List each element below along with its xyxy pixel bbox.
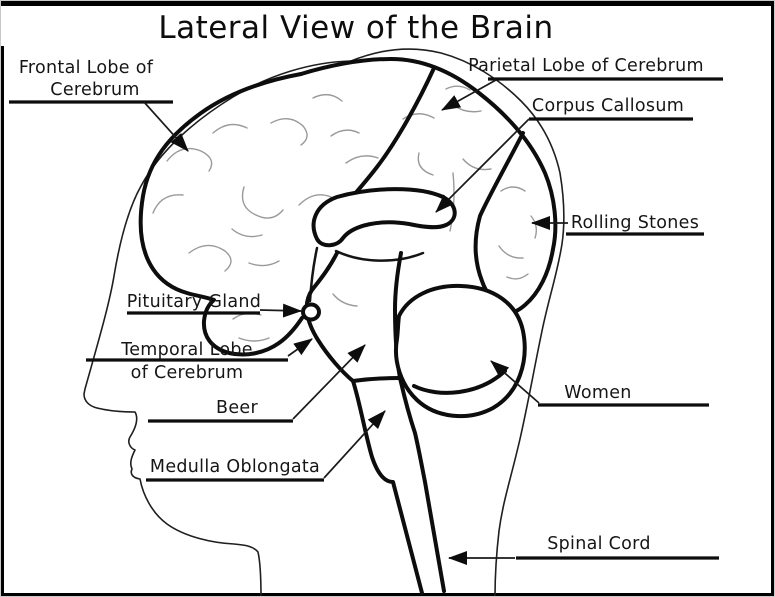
- label-pituitary-gland: Pituitary Gland: [127, 292, 302, 318]
- frontal-lobe-arrow: [143, 101, 189, 152]
- rolling-stones-label: Rolling Stones: [571, 213, 699, 233]
- label-parietal-lobe: Parietal Lobe of Cerebrum: [441, 56, 723, 111]
- temporal-lobe-label-line1: Temporal Lobe: [120, 340, 253, 360]
- pituitary-gland-arrow: [259, 303, 302, 318]
- brain-top-back-line: [299, 57, 558, 316]
- label-medulla-oblongata: Medulla Oblongata: [146, 410, 386, 482]
- fornix-curve: [334, 249, 425, 262]
- label-frontal-lobe: Frontal Lobe of Cerebrum: [9, 58, 189, 152]
- label-rolling-stones: Rolling Stones: [531, 213, 704, 236]
- parietal-lobe-arrow: [441, 79, 497, 111]
- label-women: Women: [490, 360, 709, 407]
- beer-arrow: [292, 344, 366, 420]
- label-corpus-callosum: Corpus Callosum: [435, 96, 693, 213]
- temporal-lobe-label-line2: of Cerebrum: [131, 363, 244, 383]
- label-beer: Beer: [148, 344, 366, 423]
- women-arrow: [490, 360, 540, 404]
- brain-front-temporal-line: [138, 72, 304, 357]
- label-temporal-lobe: Temporal Lobe of Cerebrum: [86, 338, 313, 383]
- central-sulcus-line: [351, 66, 436, 198]
- frontal-lobe-label-line2: Cerebrum: [50, 80, 139, 100]
- pituitary-gland-label: Pituitary Gland: [127, 292, 261, 312]
- women-label: Women: [564, 383, 631, 403]
- brainstem-left-line: [304, 251, 424, 595]
- corpus-callosum-label: Corpus Callosum: [532, 96, 684, 116]
- pituitary-gland-shape: [301, 302, 321, 322]
- page-title: Lateral View of the Brain: [158, 10, 553, 46]
- back-of-head-line: [350, 48, 565, 596]
- label-spinal-cord: Spinal Cord: [448, 534, 719, 565]
- pons-medulla-divider: [351, 376, 402, 383]
- parietal-lobe-label: Parietal Lobe of Cerebrum: [468, 56, 704, 76]
- medulla-oblongata-arrow: [323, 410, 386, 479]
- inner-structures: [301, 187, 527, 595]
- corpus-callosum-arrow: [435, 118, 530, 213]
- corpus-callosum-shape: [311, 187, 457, 248]
- medulla-oblongata-label: Medulla Oblongata: [150, 457, 320, 477]
- frontal-lobe-label-line1: Frontal Lobe of: [19, 58, 154, 78]
- spinal-cord-label: Spinal Cord: [547, 534, 651, 554]
- beer-label: Beer: [216, 398, 258, 418]
- parieto-occipital-line: [473, 131, 525, 310]
- temporal-lobe-arrow: [287, 338, 313, 357]
- cerebellum-shape: [394, 283, 527, 419]
